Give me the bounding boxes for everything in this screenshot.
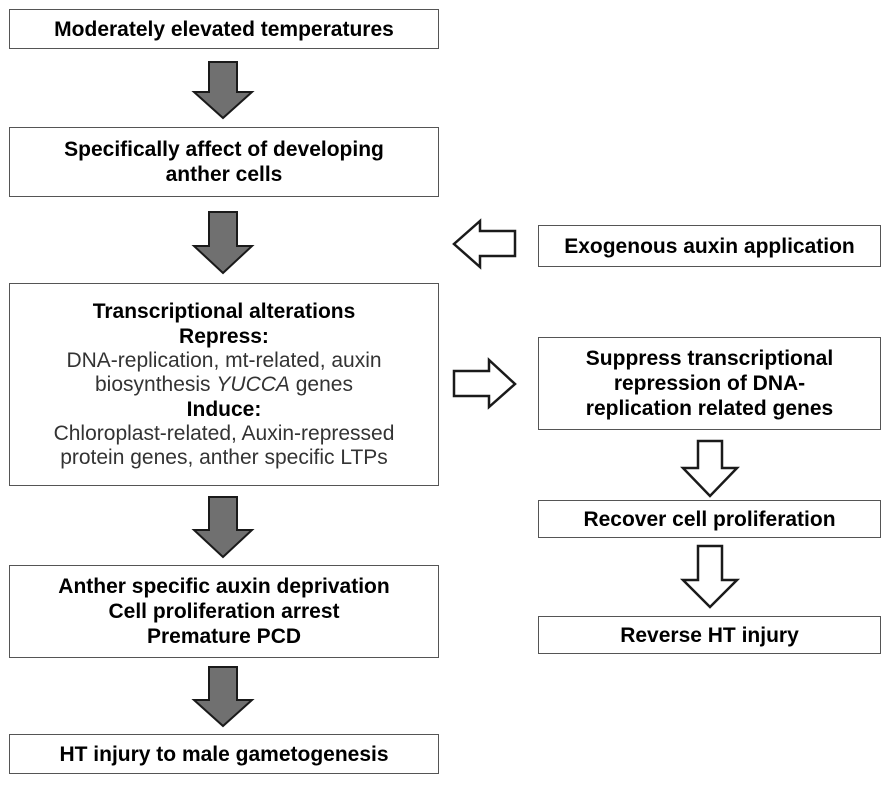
box-text: HT injury to male gametogenesis [59,742,389,766]
repress-label: Repress: [179,325,269,348]
down-arrow-icon [191,496,255,559]
transcriptional-alterations-box: Transcriptional alterations Repress: DNA… [9,283,439,486]
yucca-gene-name: YUCCA [216,373,290,396]
box-text-line1: Anther specific auxin deprivation [58,575,390,598]
box-text-line3: replication related genes [585,397,834,420]
down-arrow-icon [191,61,255,120]
box-text-line2: repression of DNA- [613,372,806,395]
induce-line2: protein genes, anther specific LTPs [60,446,388,469]
box-text: Exogenous auxin application [564,234,855,258]
box-text: Recover cell proliferation [583,507,836,531]
repress-line2-prefix: biosynthesis [95,373,217,396]
down-arrow-icon [191,666,255,728]
induce-label: Induce: [186,398,262,421]
box-text: Moderately elevated temperatures [54,17,394,41]
exogenous-auxin-application-box: Exogenous auxin application [538,225,881,267]
repress-line2: biosynthesis YUCCA genes [95,373,353,397]
specifically-affect-anther-cells-box: Specifically affect of developing anther… [9,127,439,197]
down-arrow-icon [680,439,740,498]
ht-injury-box: HT injury to male gametogenesis [9,734,439,774]
box-text-line2: anther cells [165,163,283,186]
down-arrow-icon [191,211,255,275]
reverse-ht-injury-box: Reverse HT injury [538,616,881,654]
right-arrow-icon [452,357,517,410]
box-text: Reverse HT injury [620,623,799,647]
induce-line1: Chloroplast-related, Auxin-repressed [53,422,395,445]
anther-auxin-deprivation-box: Anther specific auxin deprivation Cell p… [9,565,439,658]
suppress-transcriptional-repression-box: Suppress transcriptional repression of D… [538,337,881,430]
box-text-line2: Cell proliferation arrest [108,600,340,623]
box-text-line3: Premature PCD [146,625,302,648]
box-text-line1: Suppress transcriptional [585,347,834,370]
down-arrow-icon [679,544,741,609]
transcriptional-alterations-title: Transcriptional alterations [92,300,356,323]
left-arrow-icon [452,218,517,270]
moderately-elevated-temperatures-box: Moderately elevated temperatures [9,9,439,49]
repress-line1: DNA-replication, mt-related, auxin [66,349,382,372]
recover-cell-proliferation-box: Recover cell proliferation [538,500,881,538]
repress-line2-suffix: genes [289,373,353,396]
box-text-line1: Specifically affect of developing [64,138,384,161]
